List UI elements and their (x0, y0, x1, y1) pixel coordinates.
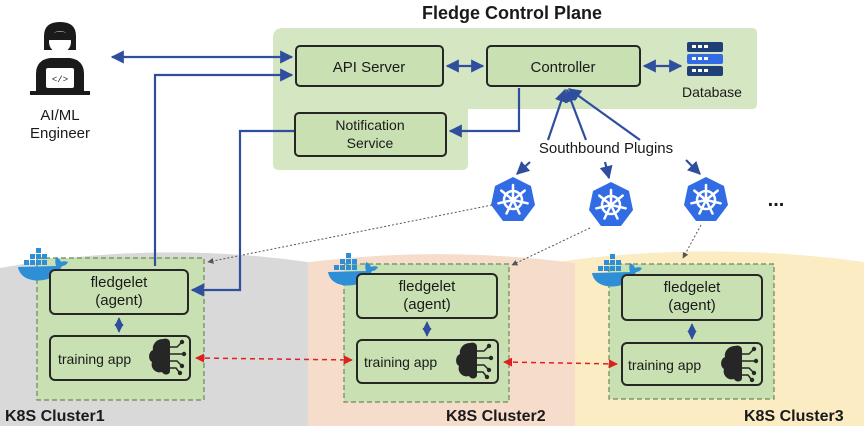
cluster3-training-app-label: training app (628, 357, 701, 373)
controller-label: Controller (530, 59, 595, 76)
cluster2-agent-box (356, 273, 498, 319)
cluster1-agent-box (49, 269, 189, 315)
api-server-label: API Server (333, 59, 406, 76)
database-label: Database (682, 84, 742, 100)
plugin1-cluster1-arrow (207, 204, 493, 264)
cluster2-name: K8S Cluster2 (446, 408, 546, 425)
controller-notification-arrow (448, 88, 521, 138)
controller-plugin-arrow-2 (599, 161, 613, 180)
engineer-label-line2: Engineer (30, 125, 90, 142)
cluster3-agent-label-line1: fledgelet (664, 279, 722, 296)
cluster1-name: K8S Cluster1 (5, 408, 105, 425)
api-server-box (295, 45, 444, 87)
database-icon (687, 42, 723, 76)
cluster3-agent-label-line2: (agent) (668, 297, 716, 314)
cluster2-agent-label-line1: fledgelet (399, 278, 457, 295)
cluster2-training-app-label: training app (364, 354, 437, 370)
more-plugins-indicator: ... (768, 189, 785, 211)
notification-service-box (294, 112, 447, 157)
app2-app3-arrow (503, 357, 618, 369)
agent1-api-server-arrow (153, 68, 294, 266)
cluster3-agent-box (621, 274, 763, 321)
kubernetes-plugin-icon-1 (489, 175, 537, 223)
cluster1-agent-label-line1: fledgelet (91, 274, 149, 291)
kubernetes-plugin-icon-3 (682, 175, 730, 223)
notification-agent1-arrow (190, 129, 294, 297)
diagram-title: Fledge Control Plane (422, 3, 602, 23)
southbound-plugins-label: Southbound Plugins (539, 140, 673, 157)
cluster2-agent-label-line2: (agent) (403, 296, 451, 313)
app1-app2-arrow (195, 353, 353, 365)
engineer-icon: </> (30, 22, 90, 95)
svg-text:</>: </> (52, 75, 68, 85)
cluster1-training-app-label: training app (58, 351, 131, 367)
cluster1-agent-label-line2: (agent) (95, 292, 143, 309)
notification-service-label-line2: Service (347, 135, 394, 151)
kubernetes-plugin-icon-2 (587, 180, 635, 228)
cluster3-name: K8S Cluster3 (744, 408, 844, 425)
notification-service-label-line1: Notification (335, 117, 404, 133)
plugins-controller-arrow-1 (546, 88, 568, 141)
engineer-label-line1: AI/ML (40, 107, 79, 124)
controller-plugin-arrow-3 (685, 159, 701, 175)
controller-box (486, 45, 641, 87)
controller-plugin-arrow-1 (516, 161, 531, 175)
plugins-controller-arrow-3 (567, 88, 641, 141)
